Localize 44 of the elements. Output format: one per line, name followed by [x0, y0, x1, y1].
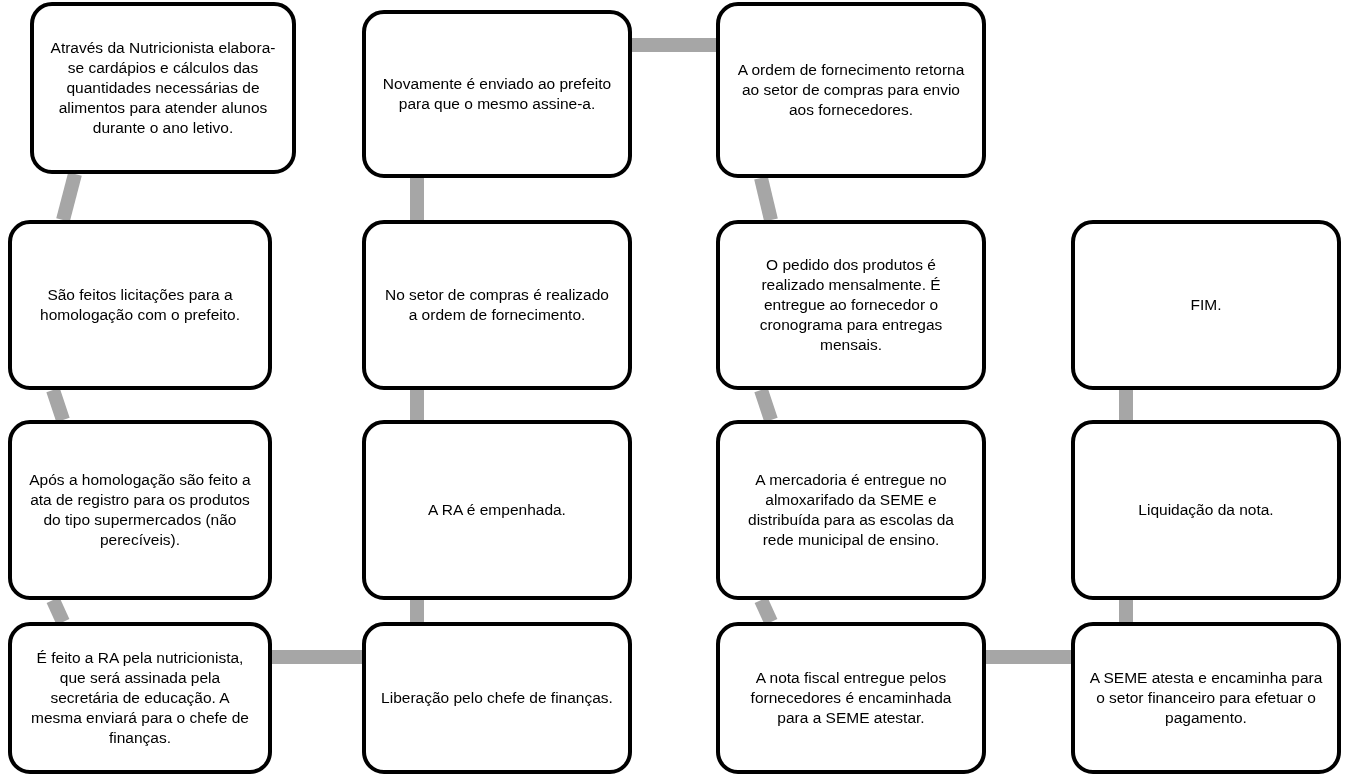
connector-bar [1119, 390, 1133, 420]
process-box [716, 220, 986, 390]
step-text: O pedido dos produtos é realizado mensalmente. É entregue ao fornecedor o cronograma para entregas mensais. [758, 254, 944, 356]
step-text: A mercadoria é entregue no almoxarifado da SEME e distribuída para as escolas da rede municipal de ensino. [747, 469, 955, 551]
connector-bar [632, 38, 716, 52]
step-text: Após a homologação são feito a ata de registro para os produtos do tipo supermercados (não perecíveis). [28, 469, 252, 551]
step-text: Liberação pelo chefe de finanças. [381, 687, 613, 708]
process-box [362, 420, 632, 600]
step-text: FIM. [1190, 294, 1222, 315]
connector-bar [46, 387, 70, 423]
process-box [30, 2, 296, 174]
connector-bar [410, 178, 424, 220]
process-box [8, 220, 272, 390]
process-box [716, 622, 986, 774]
process-box [362, 220, 632, 390]
process-box [8, 622, 272, 774]
connector-bar [1119, 600, 1133, 622]
connector-bar [754, 387, 778, 423]
process-box [1071, 420, 1341, 600]
step-text: A nota fiscal entregue pelos fornecedores é encaminhada para a SEME atestar. [749, 667, 953, 729]
connector-bar [272, 650, 362, 664]
step-text: No setor de compras é realizado a ordem de fornecimento. [384, 284, 610, 325]
step-text: A ordem de fornecimento retorna ao setor de compras para envio aos fornecedores. [736, 59, 966, 121]
connector-bar [754, 176, 778, 222]
connector-bar [986, 650, 1071, 664]
step-text: Através da Nutricionista elabora-se cardápios e cálculos das quantidades necessárias de alimentos para atender alunos durante o ano letivo. [49, 37, 277, 139]
connector-bar [46, 597, 70, 625]
step-text: Liquidação da nota. [1138, 499, 1274, 520]
connector-bar [410, 600, 424, 622]
step-text: Novamente é enviado ao prefeito para que o mesmo assine-a. [381, 73, 613, 114]
step-text: A SEME atesta e encaminha para o setor financeiro para efetuar o pagamento. [1089, 667, 1323, 729]
process-box [362, 622, 632, 774]
connector-bar [56, 172, 82, 222]
process-box [8, 420, 272, 600]
process-box [1071, 622, 1341, 774]
step-text: A RA é empenhada. [428, 499, 566, 520]
process-box [1071, 220, 1341, 390]
process-box [716, 420, 986, 600]
connector-bar [754, 597, 778, 625]
process-box [716, 2, 986, 178]
step-text: É feito a RA pela nutricionista, que será assinada pela secretária de educação. A mesma enviará para o chefe de finanças. [30, 647, 250, 749]
connector-bar [410, 390, 424, 420]
process-box [362, 10, 632, 178]
step-text: São feitos licitações para a homologação com o prefeito. [39, 284, 241, 325]
